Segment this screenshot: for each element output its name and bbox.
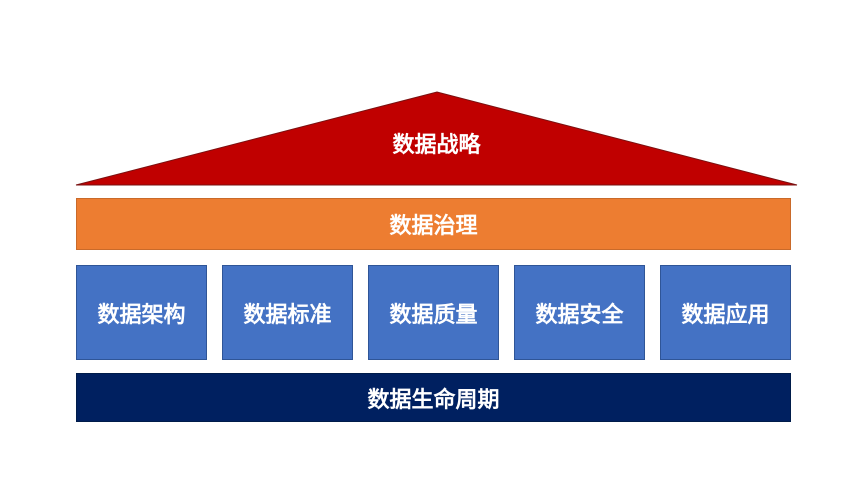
- lifecycle-label: 数据生命周期: [367, 387, 500, 413]
- pillar-label: 数据标准: [243, 302, 332, 328]
- pillar-application: 数据应用: [660, 265, 791, 360]
- strategy-roof-shape: [75, 91, 798, 186]
- governance-label: 数据治理: [389, 214, 478, 239]
- pillar-label: 数据质量: [389, 302, 478, 328]
- pillar-architecture: 数据架构: [76, 265, 207, 360]
- pillar-label: 数据架构: [97, 302, 186, 328]
- governance-band: 数据治理: [76, 198, 791, 250]
- strategy-roof: [75, 91, 798, 186]
- pillar-label: 数据应用: [681, 302, 770, 328]
- pillar-standards: 数据标准: [222, 265, 353, 360]
- pillar-label: 数据安全: [535, 302, 624, 328]
- pillar-row: 数据架构 数据标准 数据质量 数据安全 数据应用: [76, 265, 791, 360]
- strategy-label: 数据战略: [392, 133, 481, 158]
- lifecycle-band: 数据生命周期: [76, 373, 791, 422]
- pillar-security: 数据安全: [514, 265, 645, 360]
- pillar-quality: 数据质量: [368, 265, 499, 360]
